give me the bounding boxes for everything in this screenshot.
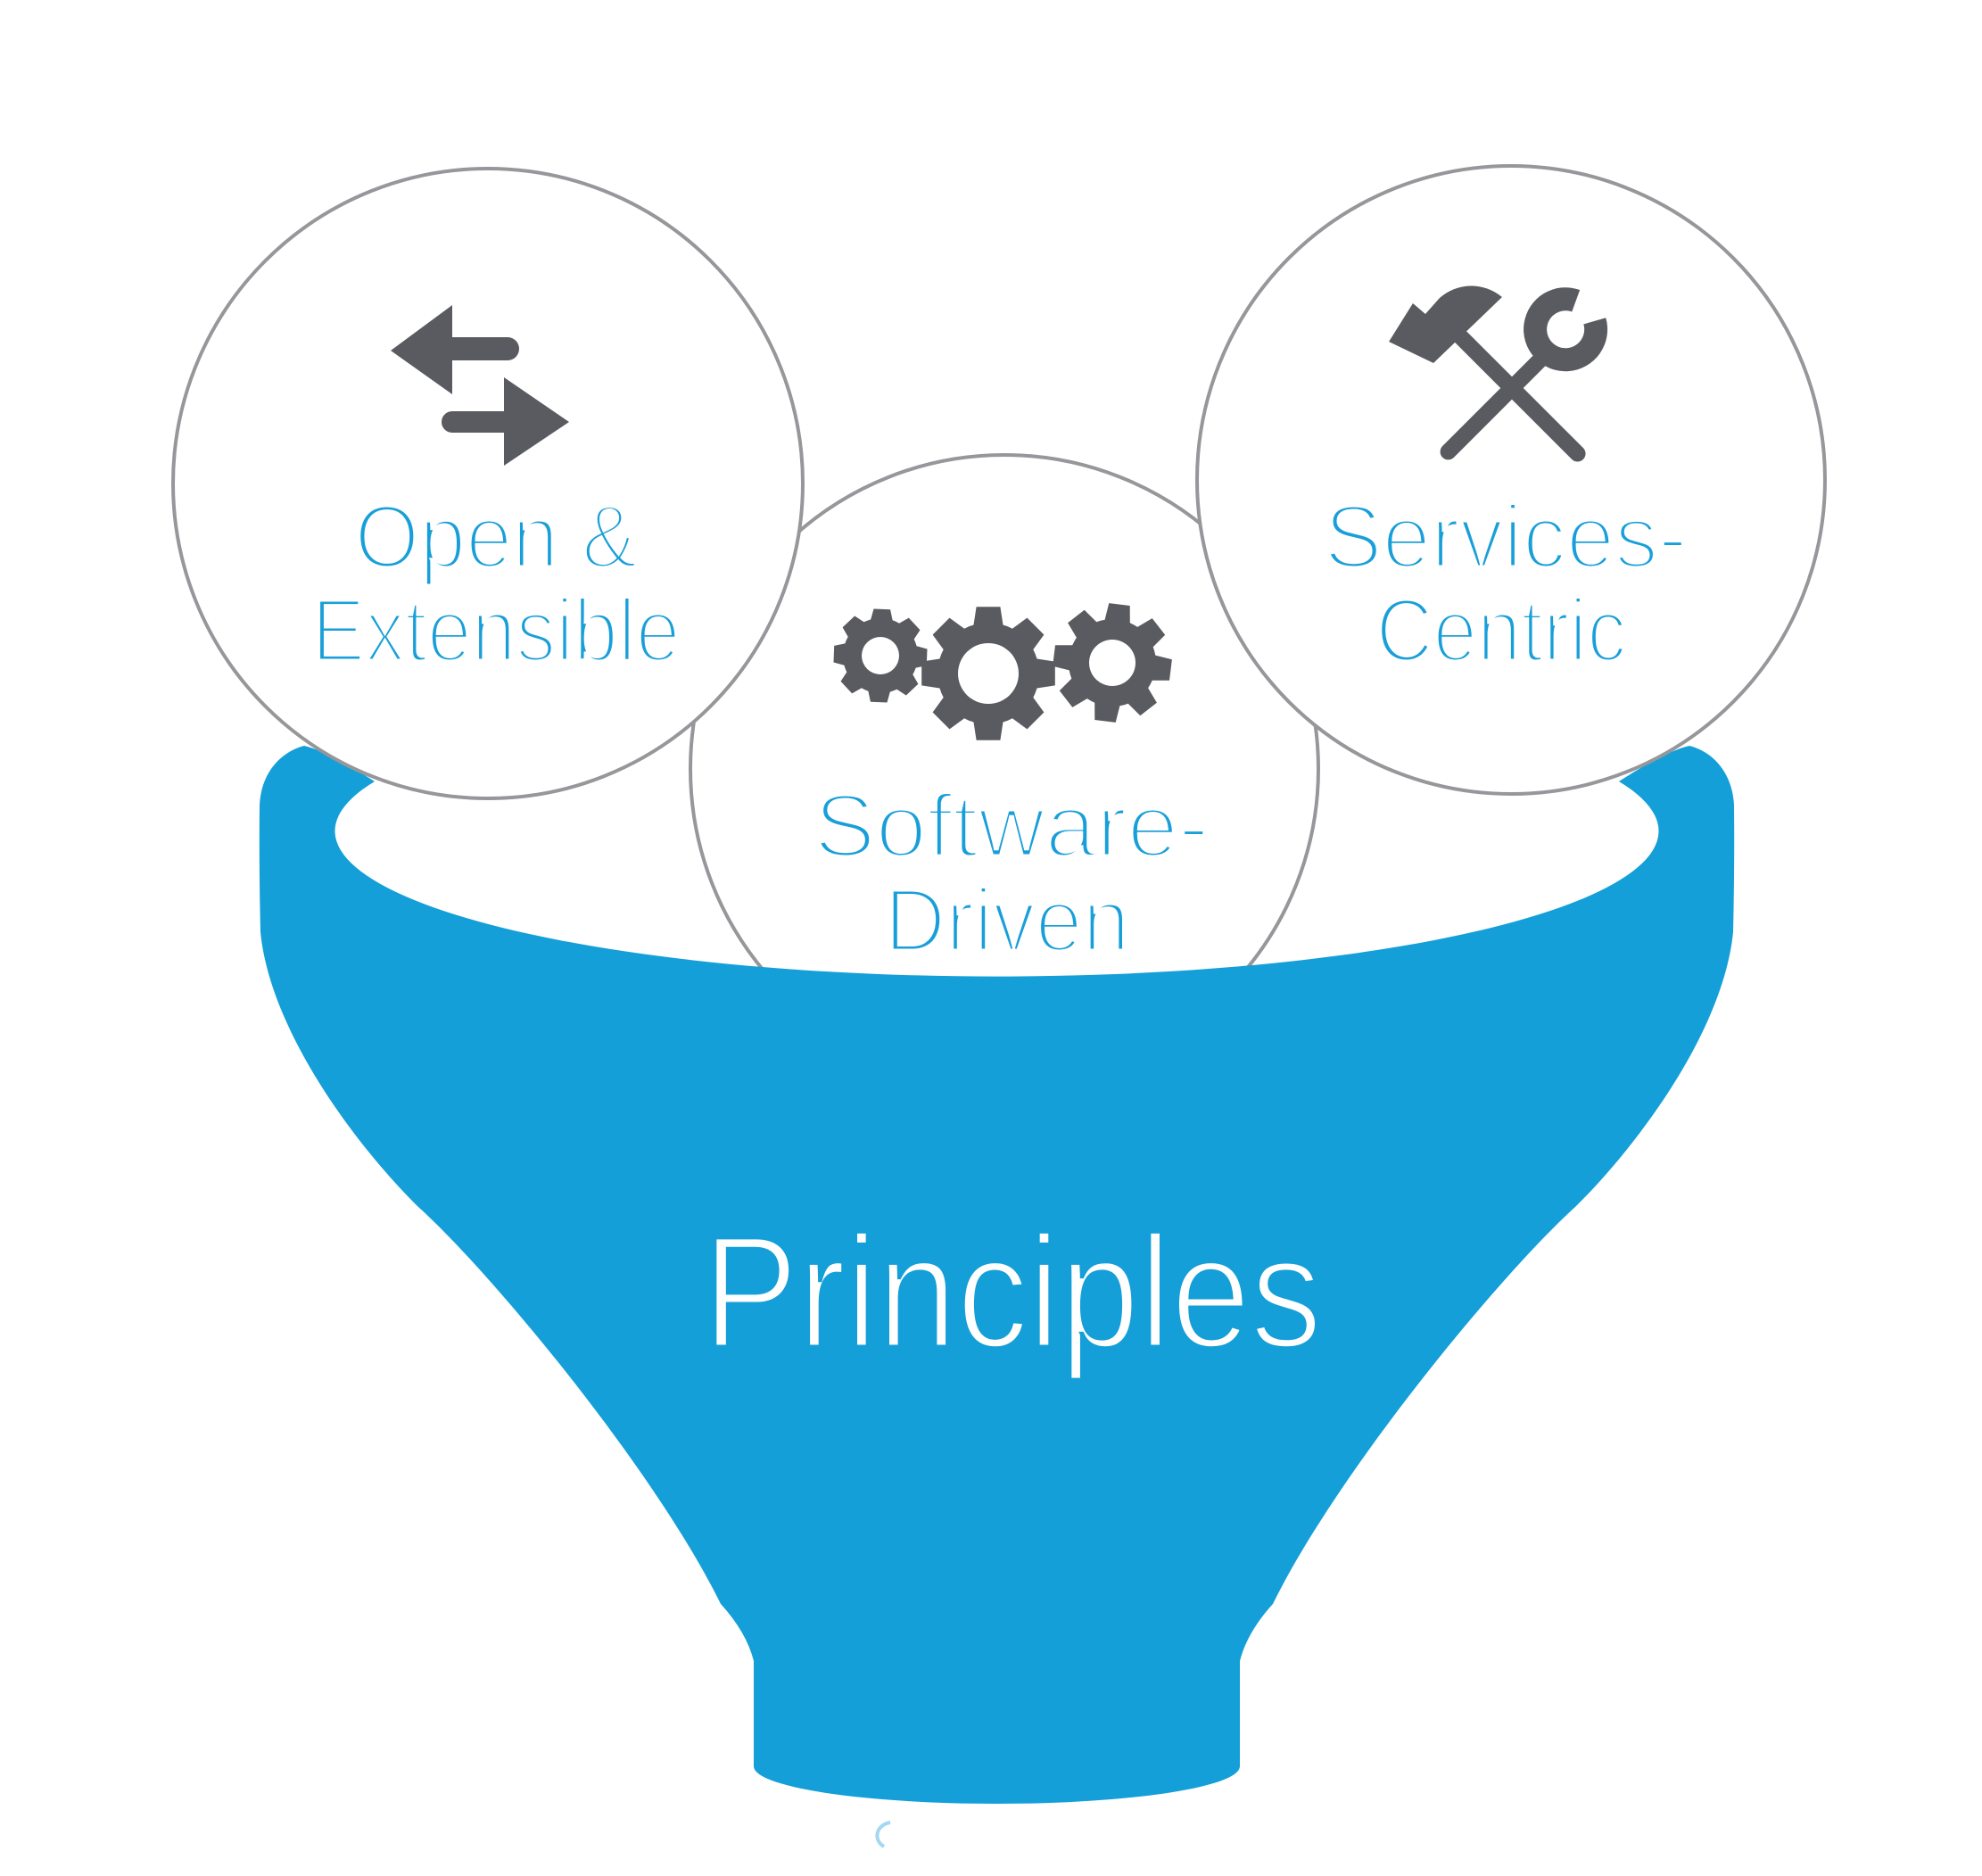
svg-text:Principles: Principles (703, 1202, 1322, 1381)
svg-text:Software-: Software- (814, 776, 1210, 876)
svg-text:Driven: Driven (885, 871, 1130, 971)
svg-text:Centric: Centric (1376, 581, 1627, 681)
svg-text:Open &: Open & (355, 487, 638, 587)
svg-text:Services-: Services- (1325, 487, 1688, 587)
svg-text:Extensible: Extensible (312, 581, 681, 681)
